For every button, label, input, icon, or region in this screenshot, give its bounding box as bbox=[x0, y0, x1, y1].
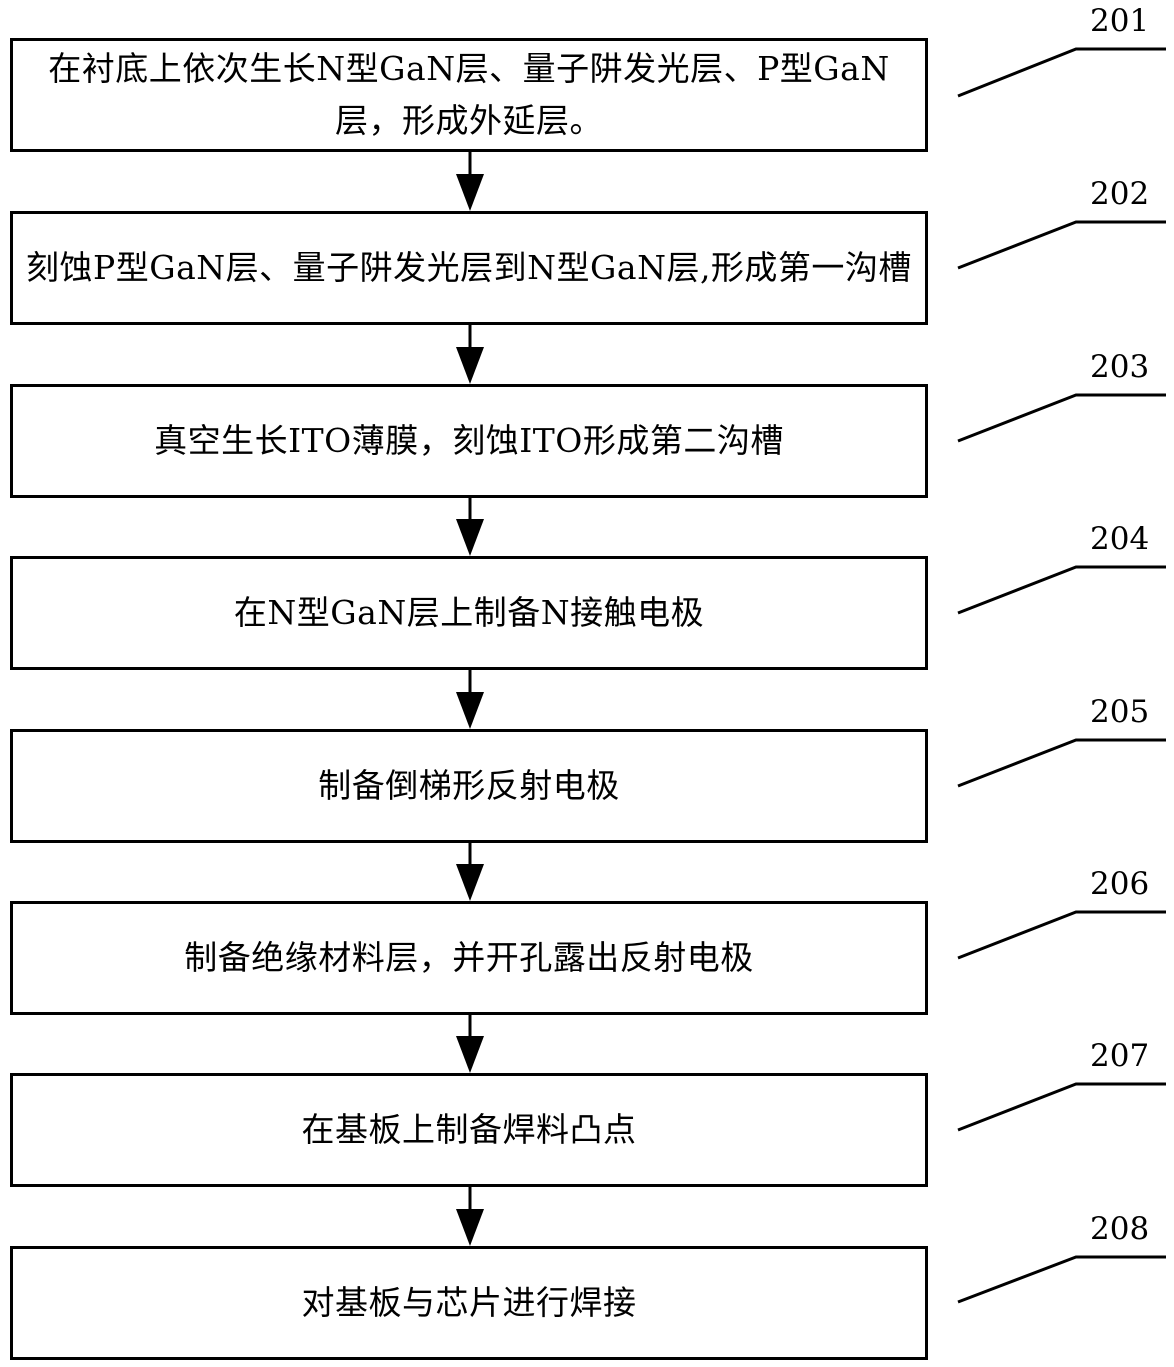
step-number-201: 201 bbox=[1090, 3, 1149, 39]
step-number-203: 203 bbox=[1090, 349, 1149, 385]
step-box-206: 制备绝缘材料层，并开孔露出反射电极 bbox=[10, 901, 928, 1015]
leader-line-208 bbox=[958, 1257, 1166, 1302]
step-box-204: 在N型GaN层上制备N接触电极 bbox=[10, 556, 928, 670]
step-text-202: 刻蚀P型GaN层、量子阱发光层到N型GaN层,形成第一沟槽 bbox=[26, 242, 912, 294]
step-number-206: 206 bbox=[1090, 866, 1149, 902]
step-box-201: 在衬底上依次生长N型GaN层、量子阱发光层、P型GaN层，形成外延层。 bbox=[10, 38, 928, 152]
arrow-207-to-208 bbox=[456, 1187, 484, 1246]
step-box-205: 制备倒梯形反射电极 bbox=[10, 729, 928, 843]
step-text-207: 在基板上制备焊料凸点 bbox=[302, 1104, 637, 1156]
arrow-205-to-206 bbox=[456, 843, 484, 901]
leader-line-207 bbox=[958, 1084, 1166, 1130]
step-number-204: 204 bbox=[1090, 521, 1149, 557]
leader-line-203 bbox=[958, 395, 1166, 441]
arrow-202-to-203 bbox=[456, 325, 484, 384]
step-text-206: 制备绝缘材料层，并开孔露出反射电极 bbox=[184, 932, 754, 984]
step-box-202: 刻蚀P型GaN层、量子阱发光层到N型GaN层,形成第一沟槽 bbox=[10, 211, 928, 325]
leader-line-202 bbox=[958, 222, 1166, 268]
step-text-201: 在衬底上依次生长N型GaN层、量子阱发光层、P型GaN层，形成外延层。 bbox=[25, 43, 913, 147]
leader-line-206 bbox=[958, 912, 1166, 958]
step-text-205: 制备倒梯形反射电极 bbox=[318, 760, 620, 812]
step-number-208: 208 bbox=[1090, 1211, 1149, 1247]
leader-line-201 bbox=[958, 49, 1166, 96]
step-text-204: 在N型GaN层上制备N接触电极 bbox=[234, 587, 704, 639]
leader-line-205 bbox=[958, 740, 1166, 786]
step-number-202: 202 bbox=[1090, 176, 1149, 212]
arrow-206-to-207 bbox=[456, 1015, 484, 1073]
step-number-207: 207 bbox=[1090, 1038, 1149, 1074]
arrow-201-to-202 bbox=[456, 152, 484, 211]
step-box-203: 真空生长ITO薄膜，刻蚀ITO形成第二沟槽 bbox=[10, 384, 928, 498]
step-text-203: 真空生长ITO薄膜，刻蚀ITO形成第二沟槽 bbox=[154, 415, 784, 467]
step-box-207: 在基板上制备焊料凸点 bbox=[10, 1073, 928, 1187]
arrow-204-to-205 bbox=[456, 670, 484, 729]
step-text-208: 对基板与芯片进行焊接 bbox=[302, 1277, 637, 1329]
step-box-208: 对基板与芯片进行焊接 bbox=[10, 1246, 928, 1360]
step-number-205: 205 bbox=[1090, 694, 1149, 730]
arrow-203-to-204 bbox=[456, 498, 484, 556]
leader-line-204 bbox=[958, 567, 1166, 613]
